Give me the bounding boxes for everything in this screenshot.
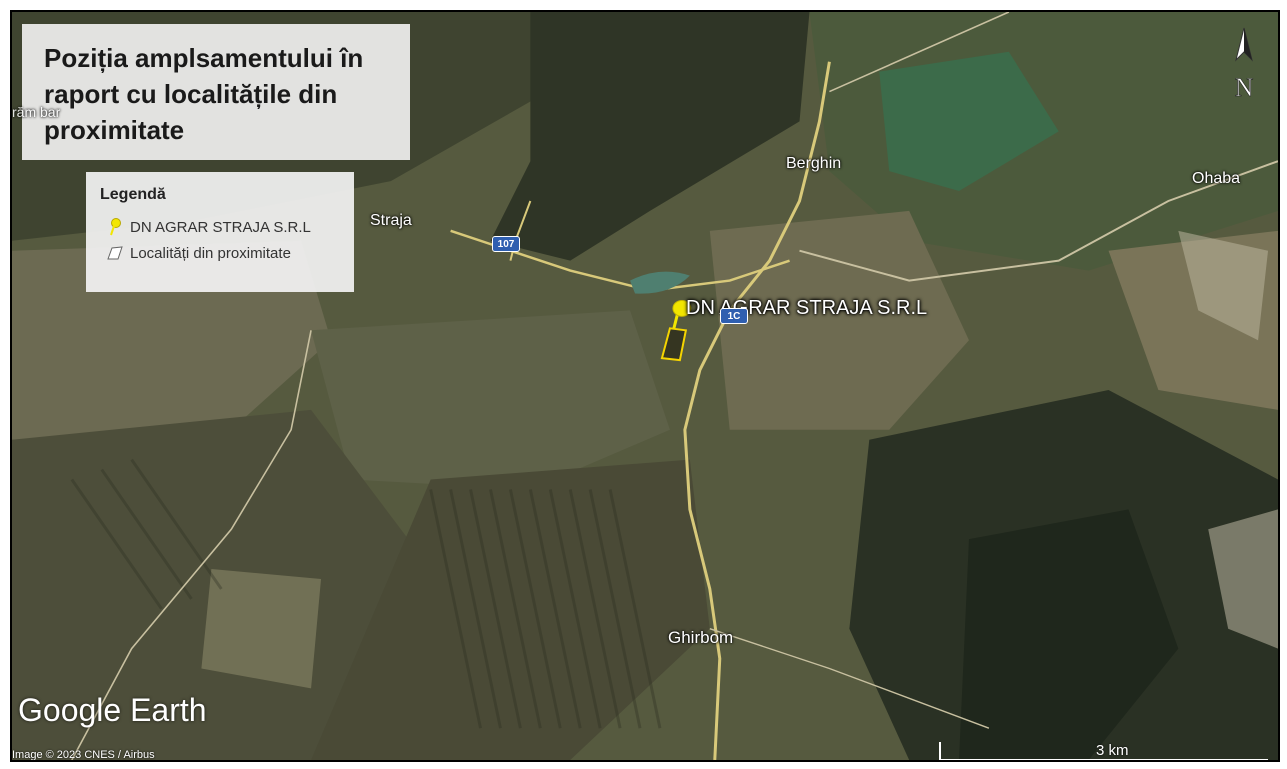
legend-item-site[interactable]: DN AGRAR STRAJA S.R.L — [100, 214, 354, 240]
map-title: Poziția amplsamentului în raport cu loca… — [44, 43, 364, 145]
svg-text:N: N — [1235, 73, 1254, 102]
place-label-ghirbom[interactable]: Ghirbom — [668, 628, 734, 647]
google-earth-watermark: Google Earth — [18, 692, 207, 728]
place-label-berghin[interactable]: Berghin — [786, 155, 842, 172]
map-frame: Poziția amplsamentului în raport cu loca… — [10, 10, 1280, 762]
map-title-panel: Poziția amplsamentului în raport cu loca… — [22, 24, 410, 160]
compass: N — [1224, 24, 1264, 104]
legend-item-site-label: DN AGRAR STRAJA S.R.L — [130, 218, 311, 236]
yellow-pushpin-icon — [100, 218, 130, 236]
place-label-straja[interactable]: Straja — [370, 212, 412, 229]
legend-item-localities-label: Localități din proximitate — [130, 244, 291, 262]
legend-title: Legendă — [100, 186, 166, 203]
scale-bar — [939, 742, 1268, 760]
site-pushpin[interactable] — [672, 299, 692, 329]
polygon-outline-icon — [100, 245, 130, 261]
road-shield-1c: 1C — [720, 308, 748, 324]
place-label-partial: răm bar — [12, 104, 61, 120]
imagery-credit: Image © 2023 CNES / Airbus — [12, 749, 155, 761]
legend-panel: Legendă DN AGRAR STRAJA S.R.L Localități… — [86, 172, 354, 292]
satellite-map[interactable] — [12, 12, 1278, 760]
legend-item-localities[interactable]: Localități din proximitate — [100, 240, 354, 266]
scale-label: 3 km — [1096, 742, 1129, 759]
place-label-ohaba[interactable]: Ohaba — [1192, 170, 1241, 187]
road-shield-107: 107 — [492, 236, 520, 252]
north-arrow-icon: N — [1234, 27, 1254, 102]
